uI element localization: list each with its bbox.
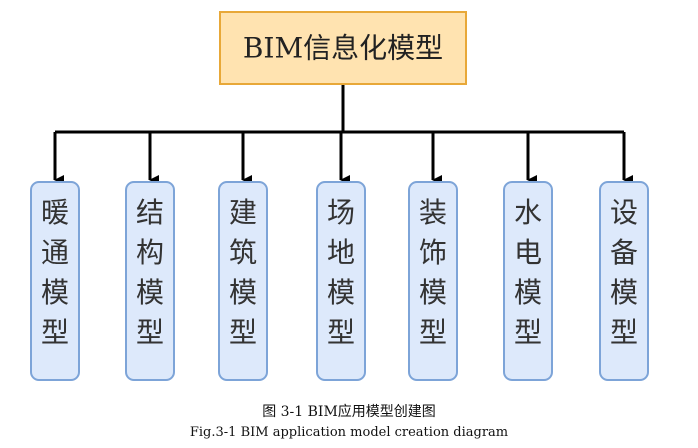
connector-lines [53,84,633,185]
child-node: 装饰模型 [408,181,458,381]
child-node-box [503,181,553,381]
child-node-label: 建筑模型 [229,196,257,349]
child-node-box [30,181,80,381]
child-node-box [316,181,366,381]
root-node: BIM信息化模型 [219,11,467,85]
child-node-box [408,181,458,381]
figure-caption-chinese: 图 3-1 BIM应用模型创建图 [262,404,436,420]
child-node: 设备模型 [599,181,649,381]
child-node-label: 场地模型 [327,196,355,349]
root-node-label: BIM信息化模型 [243,32,443,65]
child-node: 水电模型 [503,181,553,381]
child-node: 建筑模型 [218,181,268,381]
child-node: 场地模型 [316,181,366,381]
child-nodes: 暖通模型 结构模型 建筑模型 场地模型 装饰模型 水电模型 设备模型 [30,181,649,381]
child-node-label: 暖通模型 [41,196,69,349]
child-node-label: 装饰模型 [419,196,447,349]
root-node-box [219,11,467,85]
figure-caption-english: Fig.3-1 BIM application model creation d… [189,425,509,440]
child-node: 暖通模型 [30,181,80,381]
child-node-label: 设备模型 [610,196,638,349]
child-node: 结构模型 [125,181,175,381]
child-node-label: 水电模型 [514,196,542,349]
child-node-label: 结构模型 [136,196,164,349]
child-node-box [125,181,175,381]
child-node-box [599,181,649,381]
child-node-box [218,181,268,381]
